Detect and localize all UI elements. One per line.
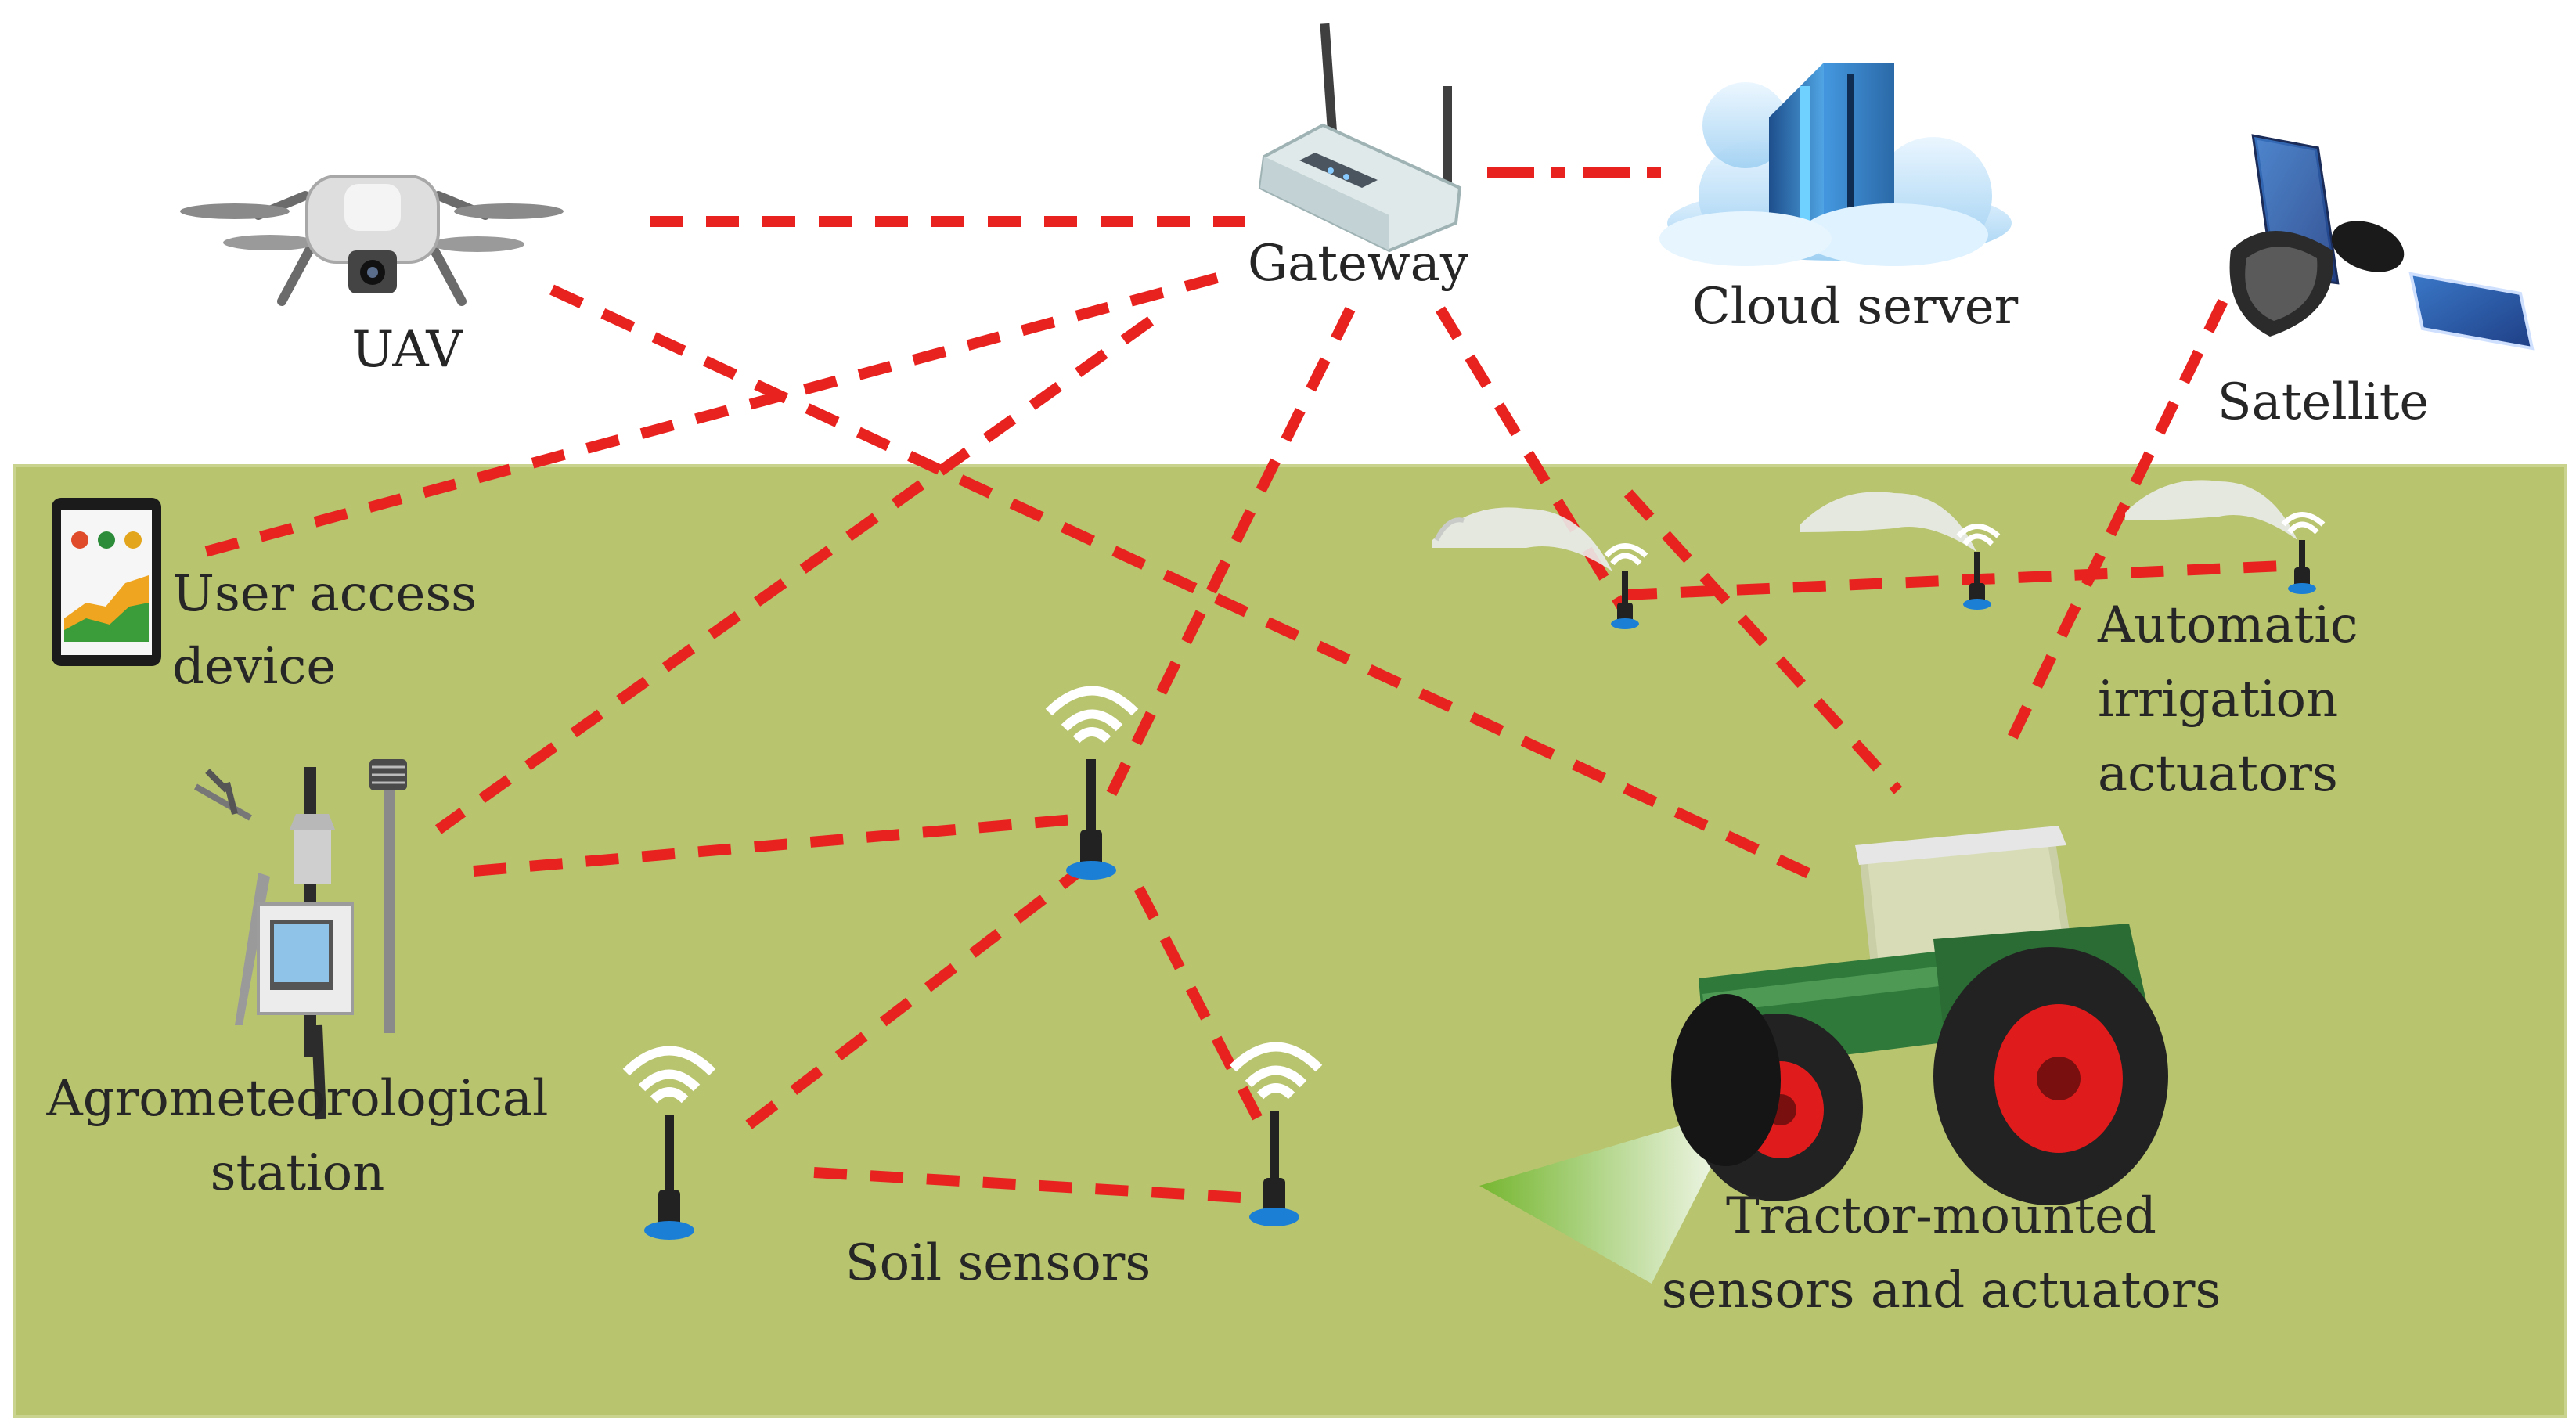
router-icon — [1258, 23, 1462, 253]
user-access-label-line1: User access — [172, 565, 477, 623]
link-weather-sensor1 — [473, 812, 1093, 877]
link-gateway-tablet — [204, 272, 1219, 557]
gateway-label: Gateway — [1248, 235, 1468, 293]
tablet-icon — [52, 498, 161, 666]
weather-station-icon — [194, 759, 407, 1120]
tractor-label-line2: sensors and actuators — [1662, 1262, 2221, 1320]
cloud-server-label: Cloud server — [1692, 278, 2019, 336]
sprinkler-icon-1 — [1432, 507, 1648, 629]
link-sensor3-sensor2 — [813, 1167, 1241, 1203]
soil-sensor-icon-3 — [622, 1046, 716, 1240]
cloud-server-icon — [1659, 63, 2012, 266]
irrigation-label-line3: actuators — [2098, 745, 2338, 803]
irrigation-label-line2: irrigation — [2098, 671, 2338, 729]
tractor-sensor-beam — [1479, 1107, 1742, 1284]
soil-sensors-label: Soil sensors — [845, 1234, 1151, 1292]
link-actuator1-tractor — [1623, 489, 1903, 794]
link-uav-tractor — [549, 284, 1826, 886]
field-area — [13, 464, 2567, 1418]
sprinkler-icon-2 — [1800, 492, 2001, 610]
user-access-label-line2: device — [172, 638, 336, 696]
labels: UAV Gateway Cloud server Satellite User … — [45, 235, 2429, 1320]
communication-links — [204, 167, 2302, 1203]
satellite-icon — [2229, 134, 2535, 351]
uav-label: UAV — [351, 321, 463, 379]
link-sensor1-sensor3 — [732, 860, 1092, 1140]
satellite-label: Satellite — [2218, 373, 2430, 431]
agro-station-label-line1: Agrometeorological — [45, 1070, 548, 1128]
soil-sensor-icon-2 — [1229, 1042, 1323, 1226]
irrigation-label-line1: Automatic — [2097, 596, 2358, 654]
sprinkler-icon-3 — [2125, 480, 2326, 594]
agro-station-label-line2: station — [211, 1144, 385, 1202]
drone-icon — [180, 175, 564, 306]
link-satellite-tractor — [1998, 298, 2228, 758]
link-gateway-sensor1 — [1100, 306, 1356, 809]
soil-sensor-icon-1 — [1045, 686, 1139, 880]
tractor-label-line1: Tractor-mounted — [1726, 1187, 2156, 1245]
link-irrigation-chain — [1623, 560, 2302, 600]
tractor-icon — [1479, 826, 2168, 1284]
link-gateway-actuators — [1436, 306, 1629, 614]
link-sensor1-sensor2 — [1133, 885, 1266, 1126]
